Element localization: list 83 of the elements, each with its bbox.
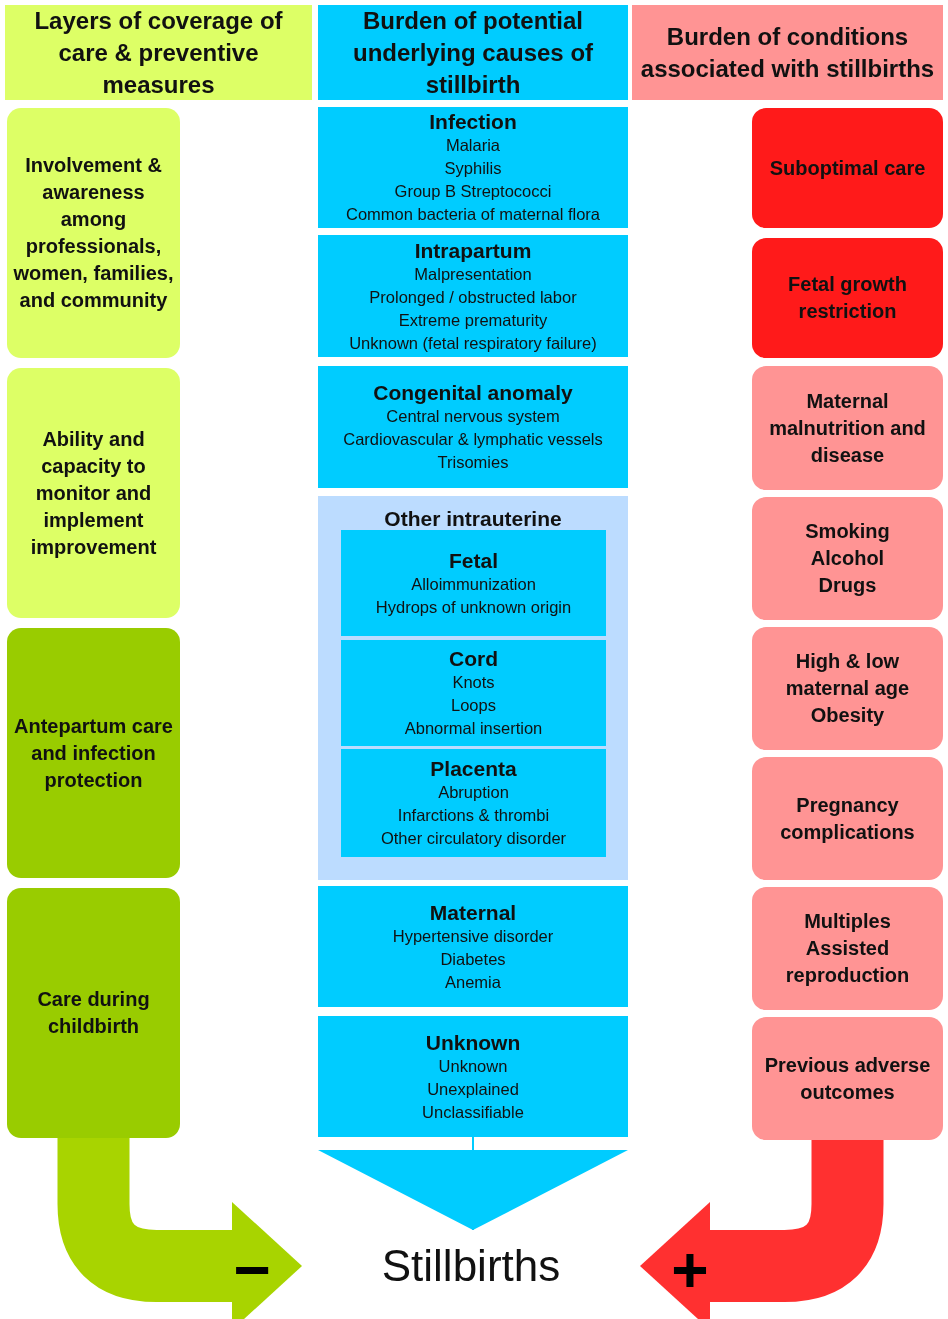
header-band (632, 5, 943, 100)
cause-heading: Placenta (430, 756, 517, 781)
measure-box (7, 888, 180, 1138)
cause-box (318, 107, 628, 228)
condition-box (752, 366, 943, 490)
box-text: Assisted reproduction (784, 936, 911, 988)
box-text: Involvement & awareness among professionals, women, families, and community (12, 153, 175, 313)
cause-box (318, 1016, 628, 1137)
edge-label: − (233, 1238, 271, 1302)
condition-box (752, 108, 943, 228)
box-text: Previous adverse outcomes (763, 1052, 932, 1105)
cause-item: Infarctions & thrombi (397, 805, 550, 826)
header-text: Burden of potential underlying causes of stillbirth (351, 5, 595, 100)
header-text: Burden of conditions associated with stillbirths (639, 21, 936, 84)
box-text: High & low maternal age (784, 649, 911, 701)
box-text: Multiples (803, 909, 892, 934)
header-band (5, 5, 312, 100)
outcome-text: Stillbirths (381, 1241, 561, 1291)
cause-item: Cardiovascular & lymphatic vessels (343, 429, 603, 450)
cause-item: Prolonged / obstructed labor (369, 286, 577, 308)
cause-item: Unclassifiable (422, 1101, 524, 1123)
cause-item: Loops (451, 695, 496, 716)
cause-heading: Congenital anomaly (373, 380, 573, 405)
cause-box (318, 366, 628, 488)
box-text: Fetal growth restriction (787, 272, 908, 324)
arrow (57, 1138, 302, 1319)
cause-item: Hydrops of unknown origin (375, 596, 572, 618)
cause-item: Unknown (438, 1055, 508, 1077)
box-text: Care during childbirth (36, 987, 151, 1039)
condition-box (752, 757, 943, 880)
box-text: Antepartum care and infection protection (13, 713, 174, 793)
cause-item: Unexplained (427, 1078, 519, 1100)
group-panel (318, 496, 628, 880)
cause-item: Anemia (445, 971, 501, 993)
cause-box (318, 886, 628, 1007)
cause-item: Trisomies (437, 452, 509, 473)
cause-item: Knots (452, 672, 495, 693)
cause-box (341, 749, 606, 857)
cause-item: Abruption (438, 782, 509, 803)
arrow (318, 1136, 628, 1231)
cause-item: Malaria (445, 135, 501, 156)
cause-item: Other circulatory disorder (380, 828, 567, 849)
cause-box (341, 530, 606, 636)
header-text: Layers of coverage of care & preventive measures (33, 5, 284, 100)
cause-item: Extreme prematurity (398, 309, 548, 331)
cause-item: Diabetes (440, 948, 506, 970)
box-text: Suboptimal care (768, 155, 927, 181)
measure-box (7, 108, 180, 358)
condition-box (752, 497, 943, 620)
cause-item: Syphilis (444, 158, 502, 179)
group-heading: Other intrauterine (383, 506, 563, 531)
cause-box (341, 640, 606, 746)
cause-item: Unknown (fetal respiratory failure) (349, 332, 597, 354)
cause-heading: Unknown (425, 1029, 521, 1055)
edge-label: + (671, 1238, 709, 1302)
cause-heading: Cord (449, 646, 498, 671)
cause-item: Malpresentation (414, 263, 532, 285)
condition-box (752, 887, 943, 1010)
condition-box (752, 238, 943, 358)
cause-box (318, 235, 628, 357)
header-band (318, 5, 628, 100)
box-text: Pregnancy complications (779, 792, 916, 845)
box-text: Smoking (804, 519, 891, 544)
cause-item: Central nervous system (386, 406, 560, 427)
cause-heading: Infection (429, 109, 517, 134)
box-text: Alcohol (809, 546, 886, 571)
cause-heading: Fetal (449, 547, 498, 573)
cause-item: Group B Streptococci (394, 181, 552, 202)
cause-item: Common bacteria of maternal flora (346, 204, 600, 225)
condition-box (752, 1017, 943, 1140)
box-text: Ability and capacity to monitor and implement improvement (29, 426, 158, 560)
measure-box (7, 628, 180, 878)
cause-heading: Intrapartum (414, 237, 532, 263)
cause-item: Alloimmunization (411, 573, 536, 595)
measure-box (7, 368, 180, 618)
condition-box (752, 627, 943, 750)
arrow (640, 1140, 884, 1319)
box-text: Maternal malnutrition and disease (768, 388, 927, 468)
box-text: Drugs (817, 573, 878, 598)
cause-item: Abnormal insertion (404, 718, 543, 739)
box-text: Obesity (809, 703, 886, 728)
cause-heading: Maternal (429, 899, 517, 925)
cause-item: Hypertensive disorder (392, 925, 554, 947)
